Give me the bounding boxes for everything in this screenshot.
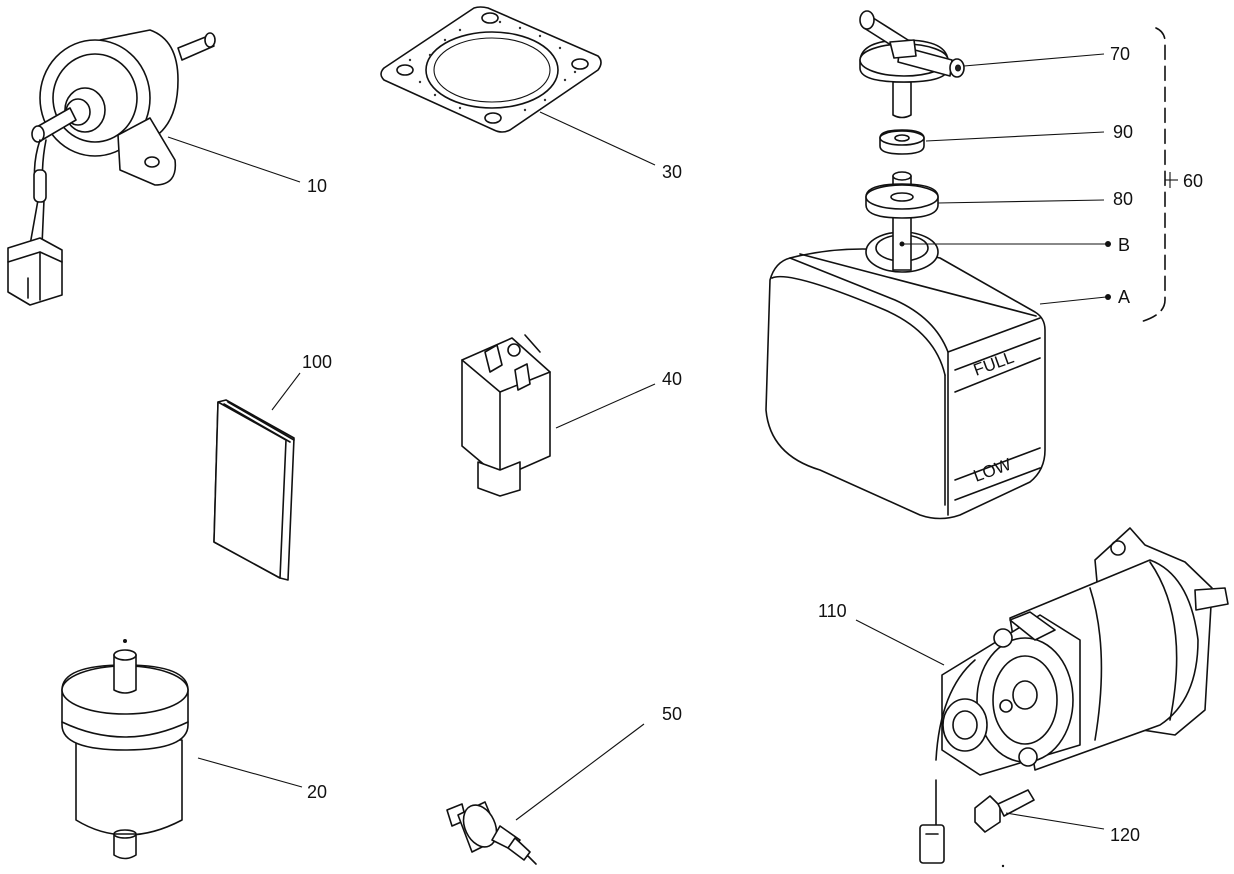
point-label-a: A [1118, 287, 1130, 307]
pump-motor-part [855, 527, 1229, 868]
part-label-80: 80 [1113, 189, 1133, 209]
part-label-10: 10 [307, 176, 327, 196]
part-label-90: 90 [1113, 122, 1133, 142]
part-label-110: 110 [818, 601, 847, 621]
part-label-70: 70 [1110, 44, 1130, 64]
relay-part [461, 334, 656, 497]
temperature-sensor-part [446, 723, 645, 865]
part-label-20: 20 [307, 782, 327, 802]
part-label-40: 40 [662, 369, 682, 389]
fuel-pump-part [7, 29, 301, 306]
point-label-b: B [1118, 235, 1130, 255]
part-label-30: 30 [662, 162, 682, 182]
gasket-part [380, 6, 656, 166]
part-label-100: 100 [302, 352, 332, 372]
manual-booklet-part [213, 372, 301, 581]
fuel-filter-part [61, 639, 303, 860]
part-label-50: 50 [662, 704, 682, 724]
part-label-60: 60 [1183, 171, 1203, 191]
part-label-120: 120 [1110, 825, 1140, 845]
fuel-tank-assembly [765, 10, 1178, 520]
